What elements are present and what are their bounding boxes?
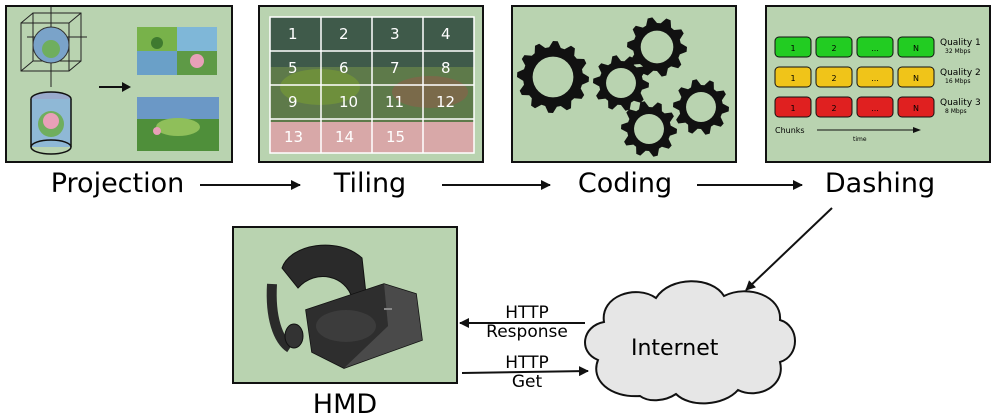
time-label: time (853, 136, 867, 143)
chunk-label: 2 (831, 74, 836, 83)
quality-label: Quality 1 (940, 38, 981, 48)
quality-chunks-diagram: 1 2... N Quality 132 Mbps 1 2... N Quality 216 … (774, 36, 981, 143)
chunk-cell (856, 66, 894, 88)
tiling-label: Tiling (333, 168, 407, 199)
tile-label: 10 (339, 93, 359, 111)
chunk-label: 1 (790, 74, 795, 83)
tile-label: 6 (339, 59, 349, 77)
chunk-cell (774, 96, 812, 118)
cylinder-icon (30, 91, 72, 155)
chunks-label: Chunks (775, 126, 805, 135)
chunk-cell (815, 66, 853, 88)
quality-label: Quality 2 (940, 68, 981, 78)
http-get-line1: HTTP (505, 353, 549, 373)
http-response-line2: Response (486, 322, 568, 342)
cubemap-image (137, 27, 217, 75)
gear-icon (673, 79, 729, 135)
dashing-label: Dashing (824, 168, 936, 199)
chunk-label: ... (871, 74, 879, 83)
bitrate-label: 32 Mbps (945, 48, 970, 55)
projection-label: Projection (50, 168, 185, 199)
http-get-label: HTTP Get (470, 354, 584, 392)
chunk-label: 1 (790, 104, 795, 113)
chunk-label: N (913, 44, 919, 53)
gear-icon (593, 55, 649, 111)
chunk-cell (774, 66, 812, 88)
tile-label: 11 (385, 93, 405, 111)
chunk-cell (774, 36, 812, 58)
chunk-label: ... (871, 44, 879, 53)
chunk-label: 1 (790, 44, 795, 53)
projection-illustration (20, 7, 219, 155)
tiling-panel: 1 2 3 4 5 6 7 8 9 10 11 12 13 14 15 (258, 5, 484, 163)
gears-illustration (517, 17, 729, 157)
chunk-cell (897, 66, 935, 88)
tile-label: 4 (441, 25, 451, 43)
chunk-cell (815, 96, 853, 118)
http-response-line1: HTTP (505, 303, 549, 323)
bitrate-label: 8 Mbps (945, 108, 967, 115)
vr-headset-icon (266, 244, 423, 369)
tile-label: 9 (288, 93, 298, 111)
tiled-frame (269, 16, 475, 154)
internet-label: Internet (631, 336, 719, 361)
arrow-dashing-internet (745, 207, 833, 291)
tile-label: 5 (288, 59, 298, 77)
gear-icon (627, 17, 687, 77)
chunk-label: N (913, 104, 919, 113)
quality-label: Quality 3 (940, 98, 981, 108)
tile-label: 12 (436, 93, 456, 111)
tile-label: 8 (441, 59, 451, 77)
gear-icon (517, 41, 589, 113)
equirect-image (137, 97, 219, 151)
tile-label: 7 (390, 59, 400, 77)
tile-label: 13 (284, 128, 304, 146)
hmd-label: HMD (312, 389, 378, 420)
chunk-cell (815, 36, 853, 58)
coding-panel (511, 5, 737, 163)
hmd-panel (232, 226, 458, 384)
chunk-label: ... (871, 104, 879, 113)
tile-label: 14 (335, 128, 355, 146)
chunk-cell (856, 36, 894, 58)
coding-label: Coding (577, 168, 673, 199)
chunk-label: 2 (831, 44, 836, 53)
projection-panel (5, 5, 233, 163)
tile-label: 1 (288, 25, 298, 43)
chunk-cell (856, 96, 894, 118)
tile-label: 15 (386, 128, 406, 146)
chunk-label: 2 (831, 104, 836, 113)
http-get-line2: Get (511, 372, 543, 392)
tile-label: 2 (339, 25, 349, 43)
chunk-label: N (913, 74, 919, 83)
http-response-label: HTTP Response (470, 304, 584, 342)
bitrate-label: 16 Mbps (945, 78, 970, 85)
chunk-cell (897, 36, 935, 58)
chunk-cell (897, 96, 935, 118)
tile-label: 3 (390, 25, 400, 43)
gear-icon (621, 101, 677, 157)
